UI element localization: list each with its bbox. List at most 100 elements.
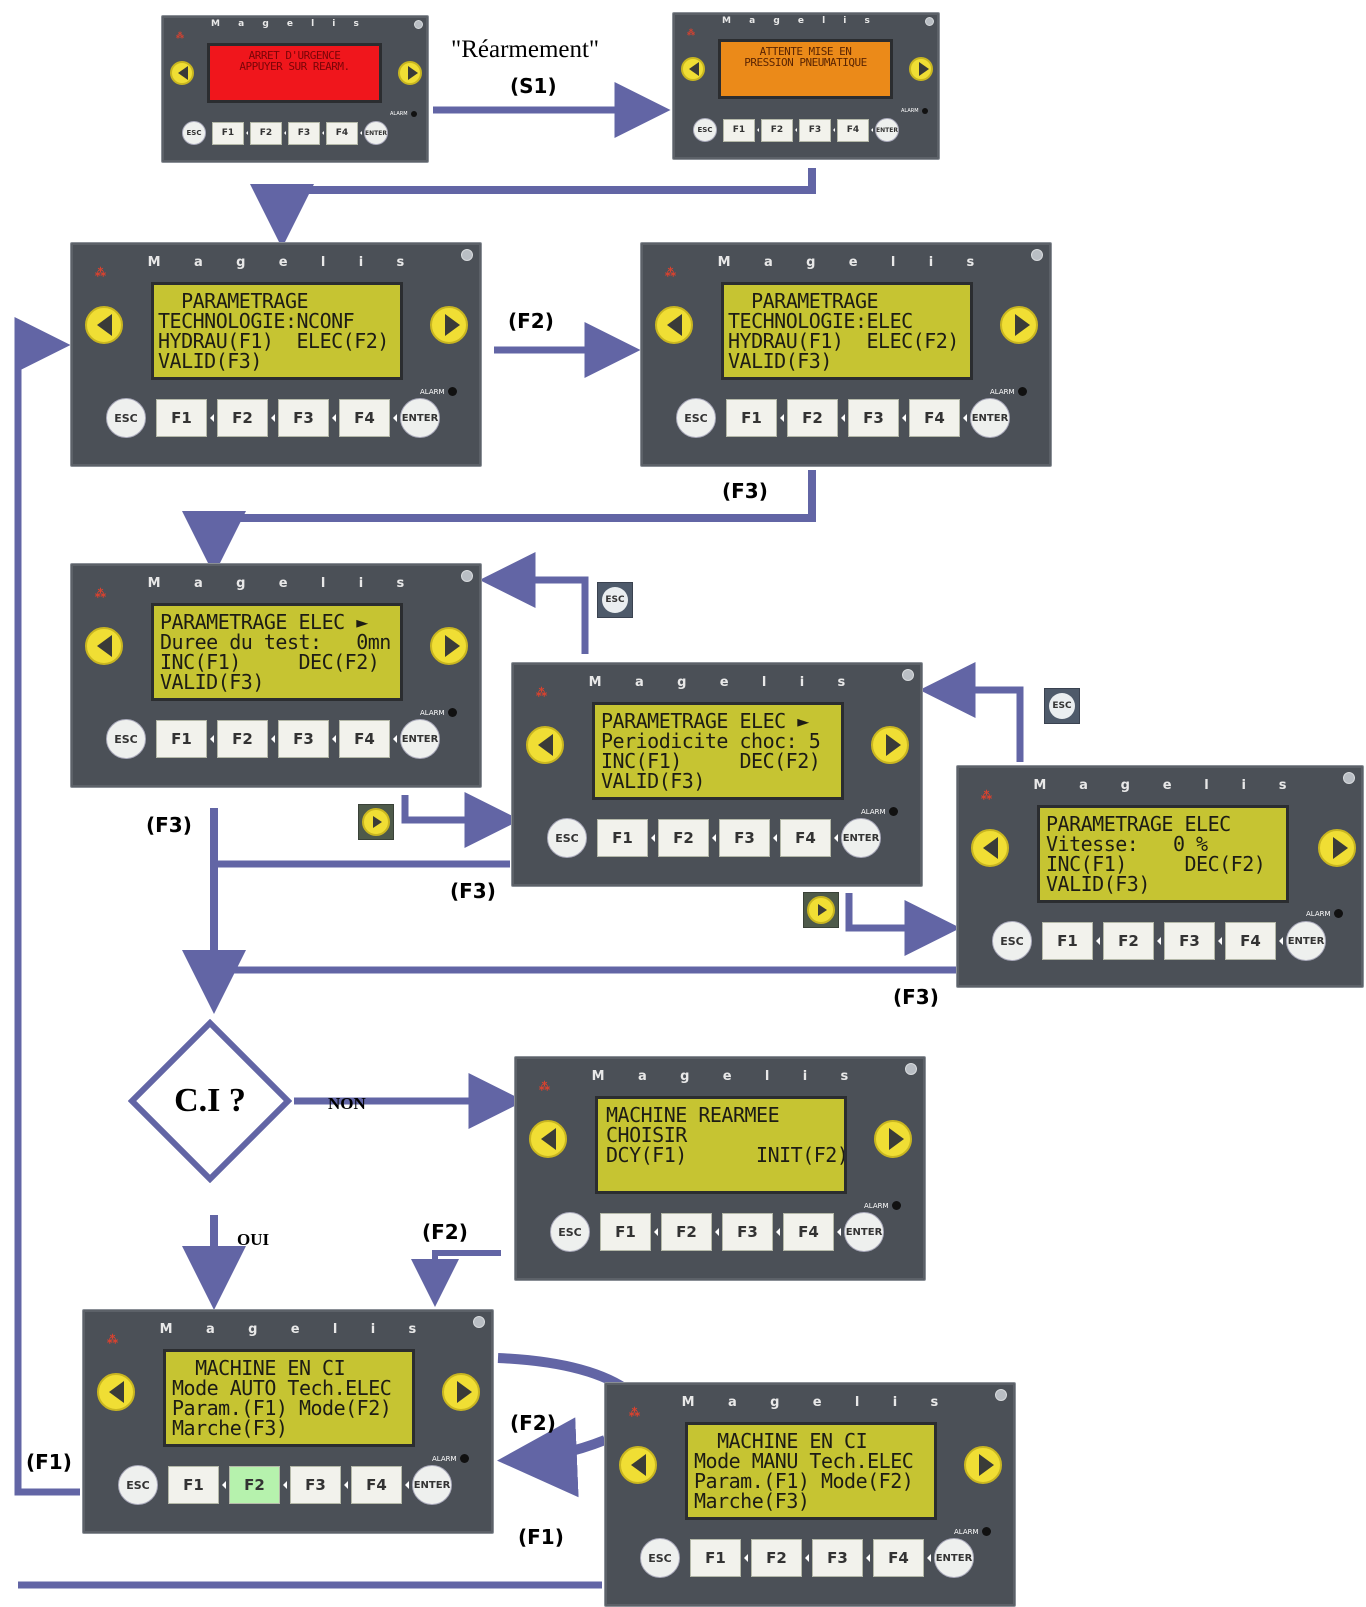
alarm-indicator: ALARM <box>390 111 417 117</box>
f2-button[interactable]: F2 <box>250 122 282 145</box>
esc-button[interactable]: ESC <box>106 719 146 759</box>
enter-button[interactable]: ENTER <box>934 1538 974 1578</box>
lcd-line: CHOISIR <box>606 1125 844 1145</box>
f1-button[interactable]: F1 <box>212 122 244 145</box>
corner-screw-icon <box>461 570 473 582</box>
brand-letter: l <box>822 16 825 26</box>
enter-button[interactable]: ENTER <box>844 1212 884 1252</box>
f4-button[interactable]: F4 <box>837 119 869 142</box>
f4-button[interactable]: F4 <box>1225 922 1276 960</box>
enter-button[interactable]: ENTER <box>412 1465 452 1505</box>
f1-button[interactable]: F1 <box>156 399 207 437</box>
next-button[interactable] <box>430 306 468 344</box>
next-button[interactable] <box>874 1120 912 1158</box>
f3-button[interactable]: F3 <box>1164 922 1215 960</box>
next-button[interactable] <box>1318 829 1356 867</box>
prev-button[interactable] <box>971 829 1009 867</box>
enter-button[interactable]: ENTER <box>400 719 440 759</box>
f1-button[interactable]: F1 <box>726 399 777 437</box>
f4-button[interactable]: F4 <box>339 720 390 758</box>
prev-button[interactable] <box>85 627 123 665</box>
prev-button[interactable] <box>619 1446 657 1484</box>
prev-button[interactable] <box>529 1120 567 1158</box>
next-button[interactable] <box>964 1446 1002 1484</box>
esc-button[interactable]: ESC <box>693 118 717 142</box>
f1-button[interactable]: F1 <box>600 1213 651 1251</box>
next-button[interactable] <box>398 61 422 85</box>
label-f1-param-auto: (F1) <box>26 1450 72 1474</box>
enter-button[interactable]: ENTER <box>970 398 1010 438</box>
f1-button[interactable]: F1 <box>1042 922 1093 960</box>
esc-button[interactable]: ESC <box>547 818 587 858</box>
lcd-line: APPUYER SUR REARM. <box>210 61 379 72</box>
brand-letter: l <box>1204 778 1208 793</box>
alarm-led-icon <box>1334 909 1343 918</box>
f2-button[interactable]: F2 <box>1103 922 1154 960</box>
f3-button[interactable]: F3 <box>719 819 770 857</box>
f1-button[interactable]: F1 <box>723 119 755 142</box>
f2-button[interactable]: F2 <box>658 819 709 857</box>
enter-button[interactable]: ENTER <box>364 121 388 145</box>
f3-button[interactable]: F3 <box>288 122 320 145</box>
next-button[interactable] <box>909 57 933 81</box>
brand-letter: a <box>1079 778 1088 793</box>
f2-button[interactable]: F2 <box>217 399 268 437</box>
f1-button[interactable]: F1 <box>690 1539 741 1577</box>
next-arrow-glyph-icon <box>362 808 390 836</box>
enter-button[interactable]: ENTER <box>841 818 881 858</box>
prev-button[interactable] <box>681 57 705 81</box>
esc-button[interactable]: ESC <box>640 1538 680 1578</box>
f4-button[interactable]: F4 <box>326 122 358 145</box>
f4-button[interactable]: F4 <box>783 1213 834 1251</box>
brand-letter: a <box>764 255 773 270</box>
label-f2-mode: (F2) <box>510 1411 556 1435</box>
next-button[interactable] <box>1000 306 1038 344</box>
f2-button[interactable]: F2 <box>761 119 793 142</box>
esc-icon: ESC <box>597 582 633 618</box>
esc-button[interactable]: ESC <box>676 398 716 438</box>
f4-button[interactable]: F4 <box>780 819 831 857</box>
f2-button[interactable]: F2 <box>217 720 268 758</box>
f1-button[interactable]: F1 <box>156 720 207 758</box>
enter-button[interactable]: ENTER <box>400 398 440 438</box>
brand-letter: s <box>931 1395 939 1410</box>
f4-button[interactable]: F4 <box>339 399 390 437</box>
f3-button[interactable]: F3 <box>799 119 831 142</box>
esc-button[interactable]: ESC <box>118 1465 158 1505</box>
next-button[interactable] <box>430 627 468 665</box>
f3-button[interactable]: F3 <box>722 1213 773 1251</box>
prev-button[interactable] <box>526 726 564 764</box>
f3-button[interactable]: F3 <box>278 399 329 437</box>
f1-button[interactable]: F1 <box>168 1466 219 1504</box>
alarm-indicator: ALARM <box>432 1454 469 1463</box>
f4-button[interactable]: F4 <box>873 1539 924 1577</box>
brand-magelis: Magelis <box>673 16 939 26</box>
f3-button[interactable]: F3 <box>290 1466 341 1504</box>
next-button[interactable] <box>442 1373 480 1411</box>
prev-button[interactable] <box>170 61 194 85</box>
enter-button[interactable]: ENTER <box>875 118 899 142</box>
next-arrow-icon <box>803 892 839 928</box>
f2-button[interactable]: F2 <box>751 1539 802 1577</box>
f3-button[interactable]: F3 <box>812 1539 863 1577</box>
esc-button[interactable]: ESC <box>550 1212 590 1252</box>
prev-button[interactable] <box>85 306 123 344</box>
prev-button[interactable] <box>97 1373 135 1411</box>
f2-button[interactable]: F2 <box>229 1466 280 1504</box>
f4-button[interactable]: F4 <box>351 1466 402 1504</box>
esc-button[interactable]: ESC <box>106 398 146 438</box>
f3-button[interactable]: F3 <box>848 399 899 437</box>
next-button[interactable] <box>871 726 909 764</box>
f2-button[interactable]: F2 <box>787 399 838 437</box>
enter-button[interactable]: ENTER <box>1286 921 1326 961</box>
f4-button[interactable]: F4 <box>909 399 960 437</box>
prev-button[interactable] <box>655 306 693 344</box>
f3-button[interactable]: F3 <box>278 720 329 758</box>
esc-button[interactable]: ESC <box>992 921 1032 961</box>
function-keys: ESC F1 F2 F3 F4 ENTER <box>550 1212 884 1252</box>
f1-button[interactable]: F1 <box>597 819 648 857</box>
esc-button[interactable]: ESC <box>182 121 206 145</box>
brand-letter: M <box>211 19 220 29</box>
esc-icon-label: ESC <box>1049 693 1075 719</box>
f2-button[interactable]: F2 <box>661 1213 712 1251</box>
